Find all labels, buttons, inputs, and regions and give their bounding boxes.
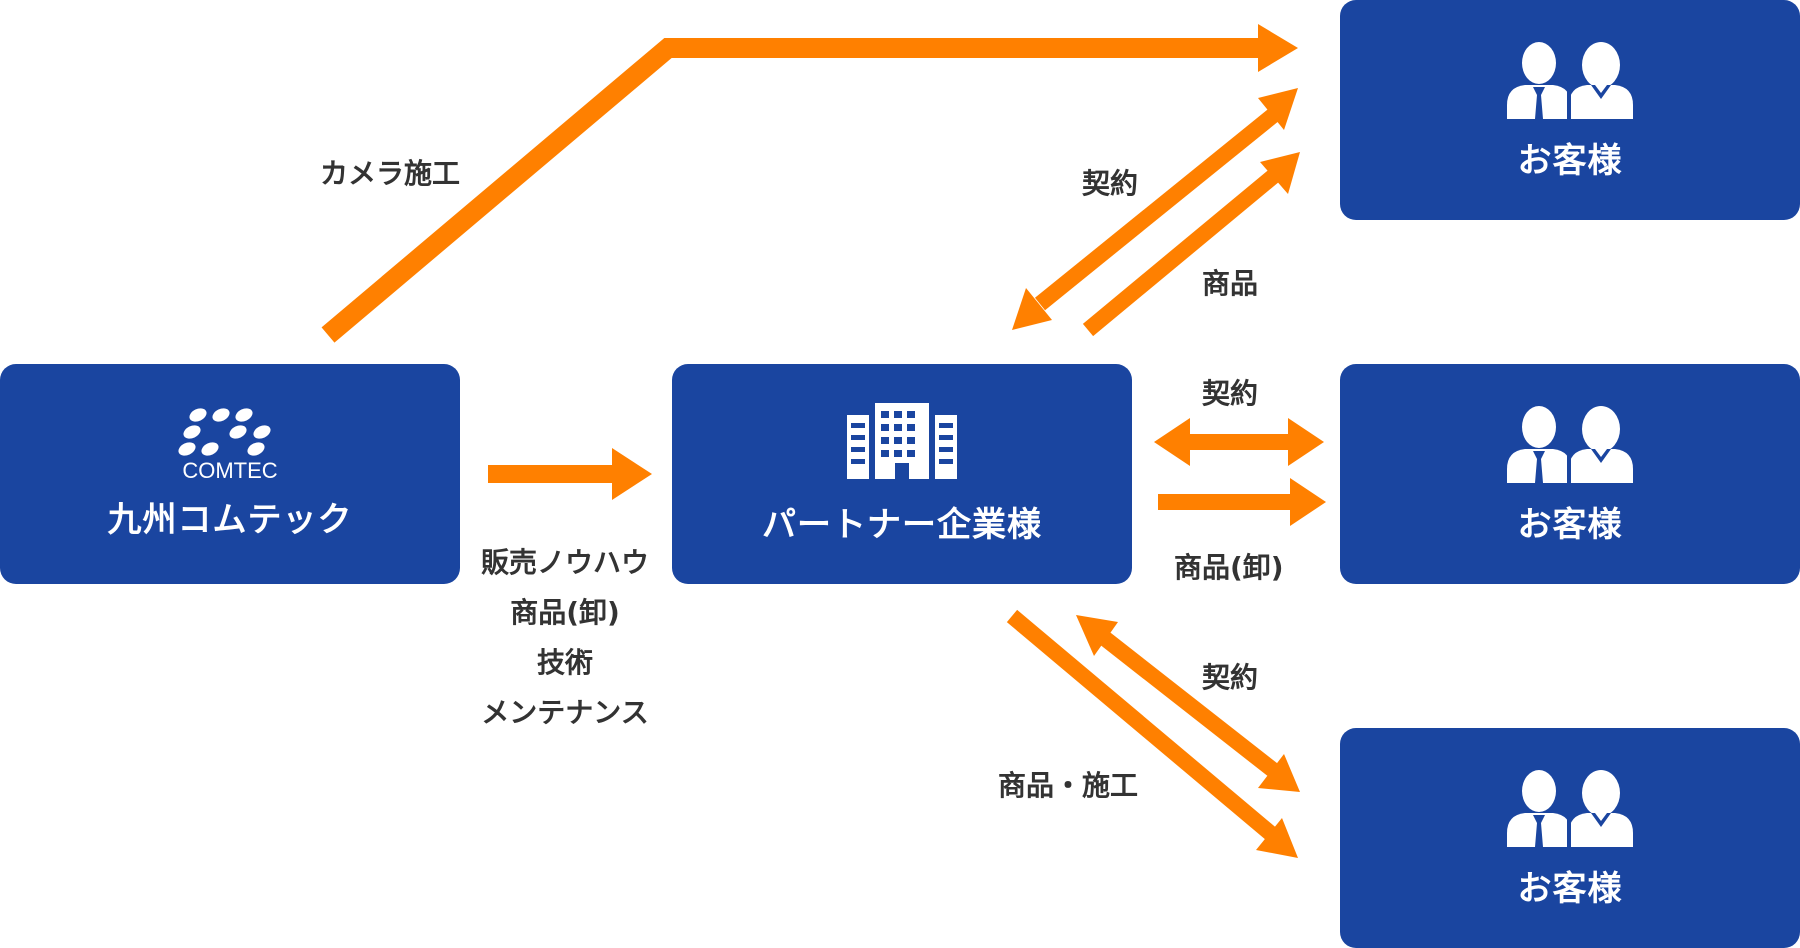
customers-icon [1507, 769, 1633, 847]
arrow-contract-mid [1154, 418, 1324, 466]
partner-box: パートナー企業様 [672, 364, 1132, 584]
label-knowhow-item: 技術 [536, 646, 593, 679]
comtec-box: COMTEC 九州コムテック [0, 364, 460, 584]
customer-box-mid: お客様 [1340, 364, 1800, 584]
comtec-name: 九州コムテック [107, 499, 353, 540]
label-knowhow-item: メンテナンス [481, 696, 649, 729]
label-product-mid: 商品(卸) [1174, 551, 1284, 584]
comtec-logo-mark-icon [178, 407, 271, 456]
label-camera-construction: カメラ施工 [320, 157, 461, 190]
arrow-contract-top [1012, 88, 1298, 330]
customer-name-top: お客様 [1517, 140, 1623, 181]
arrow-product-mid [1158, 478, 1326, 526]
office-building-icon [847, 402, 957, 479]
arrow-contract-bot [1076, 615, 1300, 792]
comtec-logo: COMTEC [178, 407, 282, 492]
customers-icon [1507, 41, 1633, 119]
customers-icon [1507, 405, 1633, 483]
label-contract-mid: 契約 [1202, 377, 1259, 410]
comtec-logo-text: COMTEC [182, 457, 278, 483]
partner-name: パートナー企業様 [762, 504, 1042, 545]
customer-name-bottom: お客様 [1517, 868, 1623, 909]
customer-box-top: お客様 [1340, 0, 1800, 220]
arrow-camera-construction [321, 24, 1298, 343]
label-product-top: 商品 [1202, 267, 1259, 300]
label-knowhow-item: 販売ノウハウ [480, 546, 649, 579]
arrow-product-top [1082, 152, 1300, 337]
customer-name-mid: お客様 [1517, 504, 1623, 545]
arrow-comtec-to-partner [488, 448, 652, 500]
customer-box-bottom: お客様 [1340, 728, 1800, 948]
label-contract-top: 契約 [1082, 167, 1139, 200]
arrow-product-bot [1006, 609, 1298, 858]
label-product-bot: 商品・施工 [998, 769, 1139, 802]
label-contract-bot: 契約 [1202, 661, 1259, 694]
label-knowhow-list: 販売ノウハウ 商品(卸) 技術 メンテナンス [470, 538, 660, 738]
label-knowhow-item: 商品(卸) [510, 596, 620, 629]
